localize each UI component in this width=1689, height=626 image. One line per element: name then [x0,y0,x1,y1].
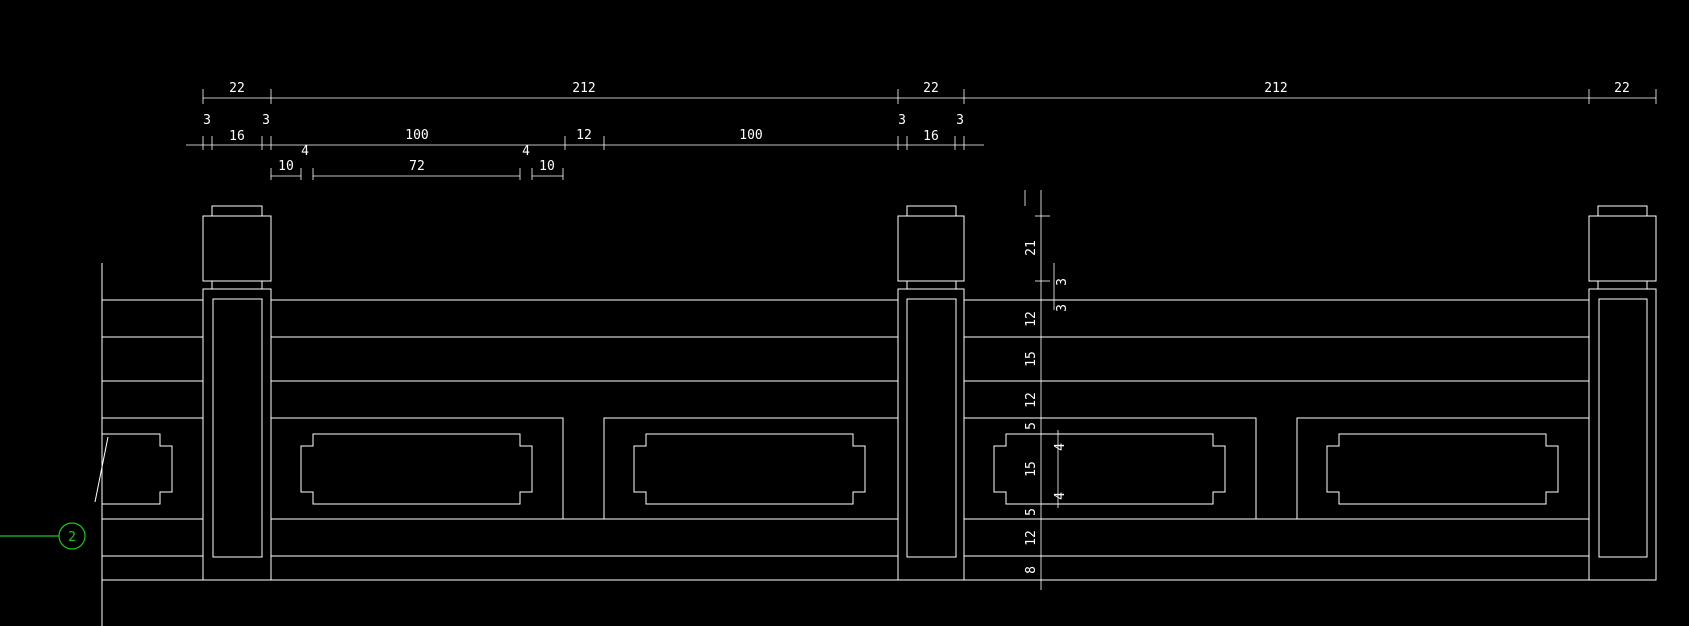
dim-text: 22 [1614,81,1630,96]
dim-text: 16 [229,129,245,144]
dim-text: 100 [739,128,762,143]
dim-text: 4 [1053,443,1068,451]
dim-row-3: 10 72 10 [278,159,555,174]
dim-text: 3 [262,113,270,128]
dim-text: 4 [301,144,309,159]
dim-text: 15 [1024,461,1039,477]
dim-text: 10 [278,159,294,174]
dim-text: 3 [956,113,964,128]
grid-bubble: 2 [0,522,86,550]
panel-1 [270,417,564,520]
post-left [202,205,272,581]
dimension-lines-top [186,89,1657,180]
dim-text: 12 [576,128,592,143]
dim-text: 3 [898,113,906,128]
dim-row-1: 22 212 22 212 22 [229,81,1630,96]
panel-3 [963,417,1257,520]
dim-text: 16 [923,129,939,144]
dim-text: 5 [1024,422,1039,430]
dim-text: 22 [923,81,939,96]
dim-text: 22 [229,81,245,96]
dim-text: 3 [1055,304,1070,312]
dim-text: 3 [203,113,211,128]
dim-text: 212 [1264,81,1287,96]
panel-partial-left [94,433,173,505]
dim-text: 12 [1024,311,1039,327]
dim-text: 10 [539,159,555,174]
dim-text: 3 [1055,278,1070,286]
dim-text: 15 [1024,351,1039,367]
dim-text: 21 [1024,240,1039,256]
dim-text: 72 [409,159,425,174]
dim-row-2: 3 16 3 100 12 100 3 16 3 4 4 [203,113,964,159]
panel-4 [1296,417,1590,520]
dim-column: 21 3 3 12 15 12 5 15 5 12 8 4 4 [1024,240,1070,574]
dim-text: 12 [1024,392,1039,408]
dim-text: 4 [522,144,530,159]
dim-text: 5 [1024,508,1039,516]
dim-text: 100 [405,128,428,143]
dim-text: 212 [572,81,595,96]
dim-text: 4 [1053,492,1068,500]
grid-bubble-label: 2 [68,530,76,545]
dimension-lines-vertical [1024,190,1059,590]
dim-text: 8 [1024,566,1039,574]
panel-2 [603,417,899,520]
dim-text: 12 [1024,530,1039,546]
